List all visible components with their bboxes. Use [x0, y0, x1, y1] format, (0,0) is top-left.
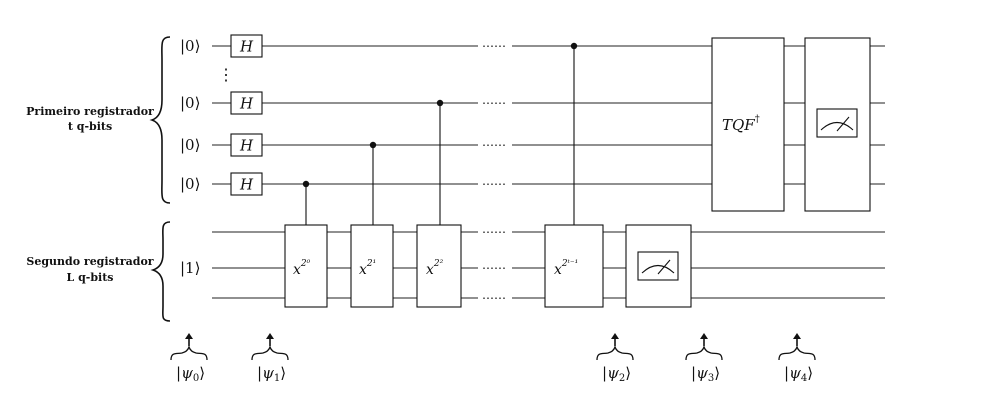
state-marker-1: |ψ1⟩ — [251, 333, 289, 384]
hadamard-label-2: H — [239, 95, 254, 113]
first-register-label-line1: Primeiro registrador — [26, 105, 154, 118]
ellipsis-2: ⋯⋯ — [482, 96, 506, 110]
ellipsis-1: ⋯⋯ — [482, 39, 506, 53]
ellipsis-4: ⋯⋯ — [482, 177, 506, 191]
state-marker-3: |ψ3⟩ — [685, 333, 723, 384]
meter-icon-first — [816, 108, 858, 138]
ellipsis-6: ⋯⋯ — [482, 261, 506, 275]
hadamard-label-3: H — [239, 137, 254, 155]
second-register-brace — [150, 221, 171, 322]
ellipsis-7: ⋯⋯ — [482, 291, 506, 305]
hadamard-label-4: H — [239, 176, 254, 194]
modexp-gate-2 — [350, 224, 394, 308]
hadamard-gate-2 — [230, 91, 263, 115]
ket-zero-3: |0⟩ — [180, 136, 200, 154]
modexp-gate-boxes — [284, 224, 604, 308]
svg-text:|ψ3⟩: |ψ3⟩ — [691, 364, 720, 384]
ellipsis-3: ⋯⋯ — [482, 138, 506, 152]
modexp-label-4: x2ᵗ⁻¹ — [554, 259, 578, 278]
second-register-label-line1: Segundo registrador — [26, 255, 153, 268]
control-dot-3 — [436, 99, 444, 107]
svg-text:|ψ1⟩: |ψ1⟩ — [257, 364, 286, 384]
state-marker-2: |ψ2⟩ — [596, 333, 634, 384]
control-dot-1 — [302, 180, 310, 188]
meter-icon-second — [637, 251, 679, 281]
ket-zero-2: |0⟩ — [180, 94, 200, 112]
modexp-label-2: x2¹ — [359, 259, 376, 278]
control-lines — [305, 46, 575, 225]
modexp-gate-4 — [544, 224, 604, 308]
state-markers: |ψ0⟩ |ψ1⟩ |ψ2⟩ |ψ3⟩ |ψ4⟩ — [170, 333, 816, 384]
hadamard-gate-4 — [230, 172, 263, 196]
control-dot-2 — [369, 141, 377, 149]
ellipses: ⋯⋯ ⋯⋯ ⋯⋯ ⋯⋯ ⋯⋯ ⋯⋯ ⋯⋯ — [482, 39, 506, 305]
ellipsis-masks — [478, 38, 512, 306]
ket-zero-4: |0⟩ — [180, 175, 200, 193]
hadamard-gate-3 — [230, 133, 263, 157]
first-register-brace — [149, 36, 171, 204]
modexp-label-1: x2⁰ — [293, 259, 311, 278]
inverse-qft-label: TQF† — [722, 114, 760, 134]
control-dot-4 — [570, 42, 578, 50]
state-marker-0: |ψ0⟩ — [170, 333, 208, 384]
svg-text:|ψ4⟩: |ψ4⟩ — [784, 364, 813, 384]
modexp-gate-1 — [284, 224, 328, 308]
inverse-qft-gate — [711, 37, 785, 212]
svg-text:|ψ2⟩: |ψ2⟩ — [602, 364, 631, 384]
modexp-gate-3 — [416, 224, 462, 308]
hadamard-label-1: H — [239, 38, 254, 56]
second-register-label-line2: L q-bits — [67, 271, 114, 284]
svg-text:|ψ0⟩: |ψ0⟩ — [176, 364, 205, 384]
control-dots — [302, 42, 578, 188]
state-marker-4: |ψ4⟩ — [778, 333, 816, 384]
ket-zero-1: |0⟩ — [180, 37, 200, 55]
ket-one: |1⟩ — [180, 259, 200, 277]
modexp-label-3: x2² — [426, 259, 444, 278]
hadamard-gates — [230, 34, 263, 196]
ellipsis-5: ⋯⋯ — [482, 225, 506, 239]
first-register-label-line2: t q-bits — [68, 120, 112, 133]
hadamard-gate-1 — [230, 34, 263, 58]
vertical-dots: ⋮ — [218, 65, 234, 84]
